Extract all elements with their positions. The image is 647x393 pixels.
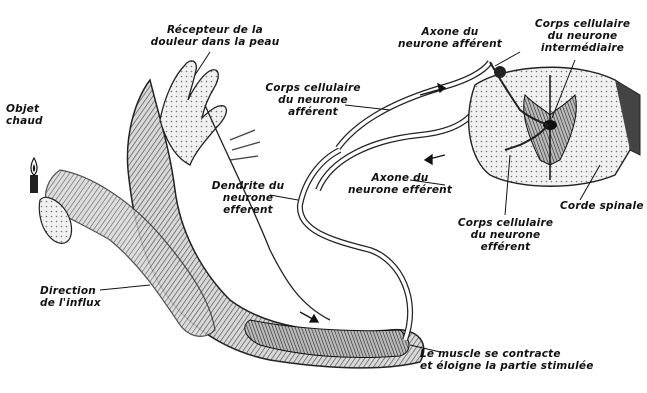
spinal-cord (469, 62, 640, 186)
label-spinal-cord: Corde spinale (560, 200, 644, 212)
hot-object-icon (30, 158, 38, 193)
